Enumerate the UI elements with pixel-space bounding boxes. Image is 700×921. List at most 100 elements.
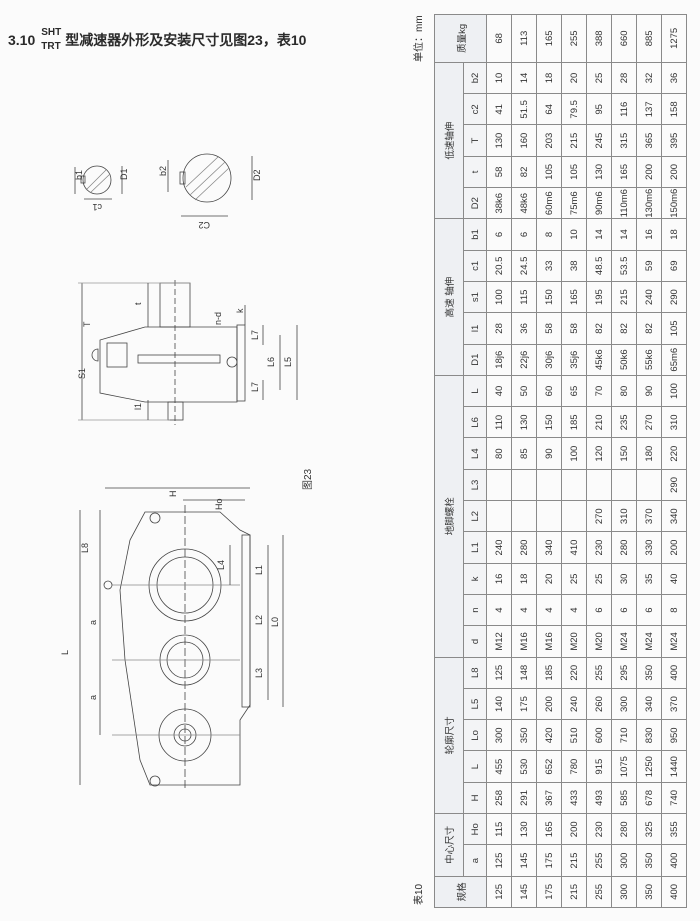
table-cell: 4 bbox=[511, 594, 537, 626]
table-cell: 6 bbox=[511, 218, 537, 251]
table-cell: M24 bbox=[661, 625, 687, 658]
table-cell bbox=[536, 500, 562, 532]
table-cell: 58 bbox=[486, 156, 512, 188]
svg-text:L0: L0 bbox=[270, 617, 280, 627]
column-header: L6 bbox=[463, 406, 487, 438]
table-cell: 220 bbox=[561, 657, 587, 689]
table-cell: 65m6 bbox=[661, 344, 687, 376]
table-cell: 150 bbox=[611, 438, 637, 470]
column-header: c2 bbox=[463, 93, 487, 125]
table-cell: 38 bbox=[561, 250, 587, 282]
section-number: 3.10 bbox=[8, 32, 36, 48]
table-cell: 220 bbox=[661, 438, 687, 470]
table-cell: 82 bbox=[611, 312, 637, 345]
table-cell: 200 bbox=[561, 813, 587, 845]
column-header: D2 bbox=[463, 187, 487, 219]
table-cell: 160 bbox=[511, 124, 537, 157]
table-cell: 105 bbox=[661, 312, 687, 345]
svg-text:a: a bbox=[88, 695, 98, 700]
table-cell: 310 bbox=[611, 500, 637, 532]
column-header: L4 bbox=[463, 438, 487, 470]
table-cell: 38k6 bbox=[486, 187, 512, 219]
table-cell bbox=[536, 469, 562, 501]
table-cell: 25 bbox=[586, 563, 612, 595]
svg-text:Ho: Ho bbox=[214, 498, 224, 510]
table-cell: 165 bbox=[536, 14, 562, 63]
table-cell: 30j6 bbox=[536, 344, 562, 376]
table-cell: 367 bbox=[536, 782, 562, 814]
table-cell: 245 bbox=[586, 124, 612, 157]
table-cell: 115 bbox=[511, 281, 537, 313]
table-cell: 24.5 bbox=[511, 250, 537, 282]
table-cell: 25 bbox=[586, 62, 612, 94]
table-cell: 79.5 bbox=[561, 93, 587, 125]
low-speed-shaft-section bbox=[167, 153, 253, 217]
table-cell: 65 bbox=[561, 375, 587, 407]
table-cell: 130 bbox=[586, 156, 612, 188]
table-cell: 25 bbox=[561, 563, 587, 595]
table-cell: 28 bbox=[611, 62, 637, 94]
table-cell: 41 bbox=[486, 93, 512, 125]
column-header: L bbox=[463, 751, 487, 783]
svg-text:L3: L3 bbox=[254, 668, 264, 678]
table-cell: 325 bbox=[636, 813, 662, 845]
title-text: 型减速器外形及安装尺寸见图23，表10 bbox=[65, 32, 307, 48]
table-cell: 200 bbox=[536, 688, 562, 720]
table-cell: 215 bbox=[561, 124, 587, 157]
table-cell: M12 bbox=[486, 625, 512, 658]
table-cell: 150 bbox=[536, 406, 562, 438]
svg-text:S1: S1 bbox=[77, 368, 87, 379]
table-cell: 230 bbox=[586, 813, 612, 845]
high-speed-shaft-section bbox=[74, 165, 123, 200]
table-cell: 16 bbox=[636, 218, 662, 251]
table-cell: 175 bbox=[536, 844, 562, 877]
table-cell: 950 bbox=[661, 719, 687, 751]
svg-text:D1: D1 bbox=[119, 168, 129, 180]
table-cell: 10 bbox=[486, 62, 512, 94]
svg-text:L4: L4 bbox=[216, 560, 226, 570]
table-cell: 915 bbox=[586, 751, 612, 783]
svg-text:n-d: n-d bbox=[213, 312, 223, 325]
table-cell: M24 bbox=[636, 625, 662, 658]
table-cell: 433 bbox=[561, 782, 587, 814]
group-header: 质量kg bbox=[434, 14, 487, 63]
table-cell: 885 bbox=[636, 14, 662, 63]
table-cell: 315 bbox=[611, 124, 637, 157]
table-cell: 113 bbox=[511, 14, 537, 63]
table-cell: 340 bbox=[636, 688, 662, 720]
column-header: b1 bbox=[463, 218, 487, 251]
table-cell: M20 bbox=[561, 625, 587, 658]
svg-text:L5: L5 bbox=[283, 357, 293, 367]
table-cell: 235 bbox=[611, 406, 637, 438]
table-cell: 20.5 bbox=[486, 250, 512, 282]
column-header: Lo bbox=[463, 719, 487, 751]
table-cell: 100 bbox=[661, 375, 687, 407]
table-cell: 291 bbox=[511, 782, 537, 814]
table-cell: M20 bbox=[586, 625, 612, 658]
table-cell: 350 bbox=[636, 657, 662, 689]
table-cell: 200 bbox=[661, 156, 687, 188]
table-cell: 48k6 bbox=[511, 187, 537, 219]
table-cell: 85 bbox=[511, 438, 537, 470]
table-cell: 365 bbox=[636, 124, 662, 157]
column-header: n bbox=[463, 594, 487, 626]
svg-text:L: L bbox=[60, 650, 70, 655]
table-cell: 69 bbox=[661, 250, 687, 282]
column-header: L1 bbox=[463, 531, 487, 564]
svg-text:b1: b1 bbox=[74, 170, 84, 180]
table-cell: 1440 bbox=[661, 751, 687, 783]
table-cell: 115 bbox=[486, 813, 512, 845]
table-cell: 260 bbox=[586, 688, 612, 720]
table-cell: 100 bbox=[561, 438, 587, 470]
table-cell: 660 bbox=[611, 14, 637, 63]
table-cell: 28 bbox=[486, 312, 512, 345]
table-cell: 33 bbox=[536, 250, 562, 282]
table-cell: 16 bbox=[486, 563, 512, 595]
table-cell: 55k6 bbox=[636, 344, 662, 376]
table-cell: 230 bbox=[586, 531, 612, 564]
table-cell: 290 bbox=[661, 281, 687, 313]
table-cell: 175 bbox=[511, 688, 537, 720]
